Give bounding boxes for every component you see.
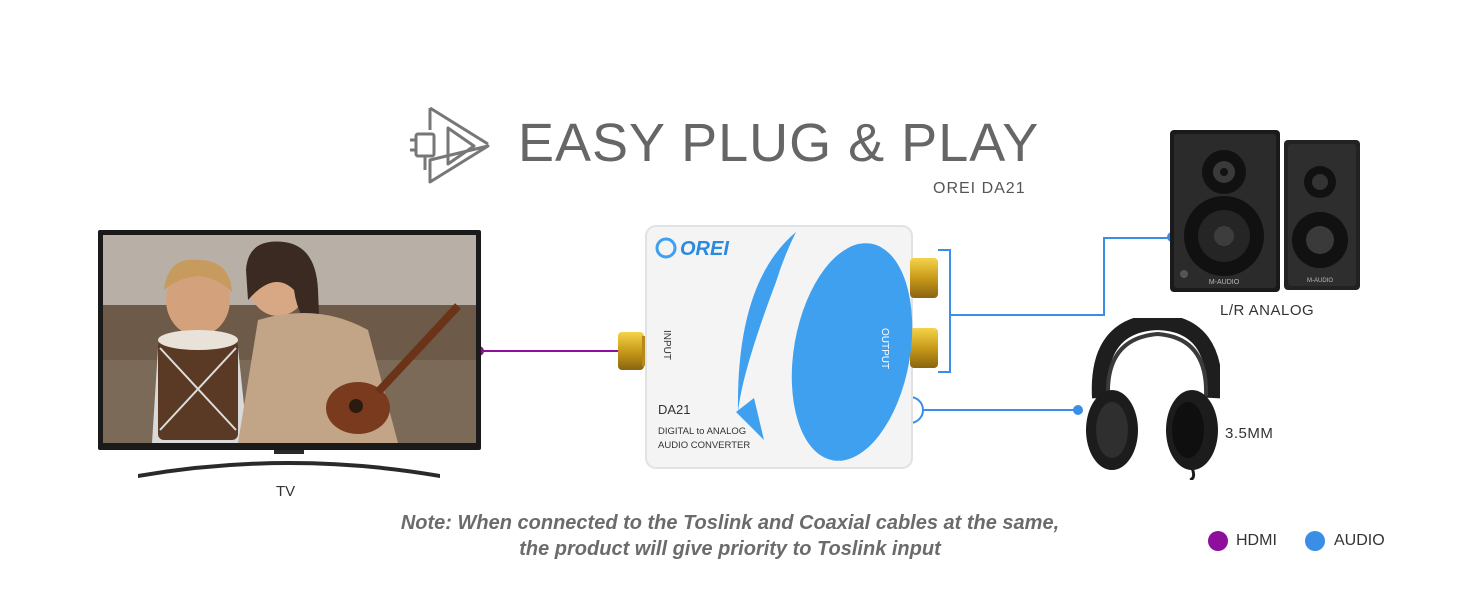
headphones-label: 3.5MM <box>1225 425 1274 442</box>
note-line-2: the product will give priority to Toslin… <box>519 538 941 560</box>
speakers-label: L/R ANALOG <box>1220 302 1315 319</box>
plug-play-icon <box>410 106 490 184</box>
speaker-wire-run <box>950 237 1172 316</box>
legend-audio-swatch <box>1305 531 1325 551</box>
brand-logo: OREI <box>680 238 729 260</box>
note-line-1: Note: When connected to the Toslink and … <box>400 512 1060 534</box>
converter-model: DA21 <box>658 402 691 417</box>
legend-hdmi-label: HDMI <box>1236 532 1277 549</box>
converter-desc-line1: DIGITAL to ANALOG <box>658 426 746 437</box>
speaker-wire <box>938 249 951 373</box>
converter-desc-line2: AUDIO CONVERTER <box>658 440 750 451</box>
headphone-wire-endpoint <box>1073 405 1083 415</box>
converter-device: OREI INPUT OUTPUT DA21 DIGITAL to ANALOG… <box>618 225 938 469</box>
headphones-illustration <box>1086 318 1220 480</box>
speaker-brand-back: M-AUDIO <box>1307 278 1333 284</box>
input-coax-port <box>618 332 644 370</box>
legend-hdmi-swatch <box>1208 531 1228 551</box>
model-label: OREI DA21 <box>933 180 1026 197</box>
output-label: OUTPUT <box>879 328 890 369</box>
speakers-illustration: M-AUDIO M-AUDIO <box>1170 130 1360 292</box>
input-label: INPUT <box>661 330 672 360</box>
legend-audio-label: AUDIO <box>1334 532 1385 549</box>
tv-illustration <box>98 230 481 478</box>
tv-label: TV <box>276 483 296 500</box>
output-rca-left <box>910 258 938 298</box>
note-text: Note: When connected to the Toslink and … <box>340 510 1120 562</box>
output-rca-right <box>910 328 938 368</box>
page-title: EASY PLUG & PLAY <box>518 113 1040 173</box>
speaker-brand-front: M-AUDIO <box>1209 279 1240 286</box>
